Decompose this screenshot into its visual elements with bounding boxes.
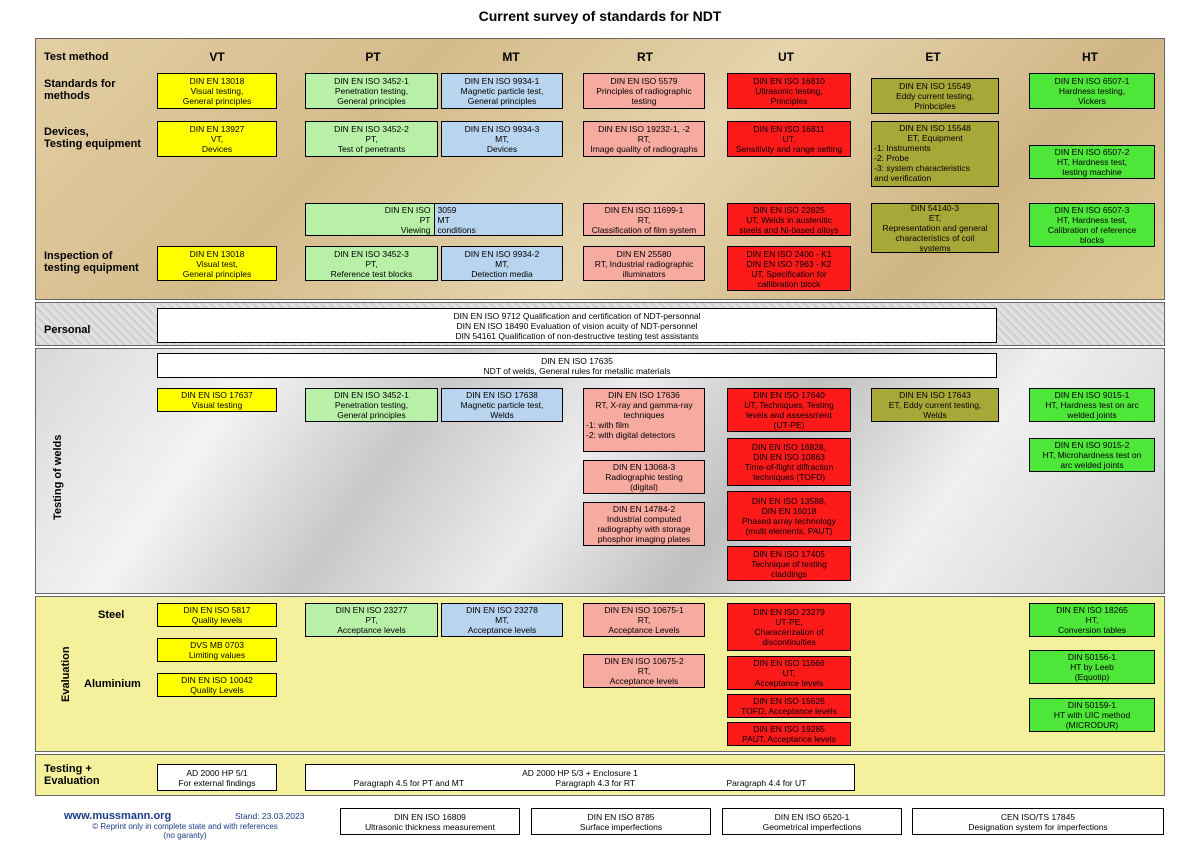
et-devices-list: -1: Instruments -2: Probe -3: system cha…: [874, 143, 970, 183]
box-welds-vt: DIN EN ISO 17637 Visual testing: [157, 388, 277, 412]
row-standards: Standards for methods: [44, 78, 116, 102]
box-footer-16809: DIN EN ISO 16809 Ultrasonic thickness me…: [340, 808, 520, 835]
footer-stand: Stand: 23.03.2023: [235, 811, 305, 821]
box-rt-standards: DIN EN ISO 5579 Principles of radiograph…: [583, 73, 705, 109]
box-ht-standards: DIN EN ISO 6507-1 Hardness testing, Vick…: [1029, 73, 1155, 109]
box-mt-devices: DIN EN ISO 9934-3 MT, Devices: [441, 121, 563, 157]
box-ut-inspection: DIN EN ISO 2400 - K1 DIN EN ISO 7963 - K…: [727, 246, 851, 291]
box-eval-ut-pe: DIN EN ISO 23279 UT-PE, Characerization …: [727, 603, 851, 651]
et-devices-head: DIN EN ISO 15548 ET, Equipment: [899, 123, 971, 143]
row-personal: Personal: [44, 324, 91, 336]
box-ht-calibration: DIN EN ISO 6507-3 HT, Hardness test, Cal…: [1029, 203, 1155, 247]
box-footer-17845: CEN ISO/TS 17845 Designation system for …: [912, 808, 1164, 835]
box-footer-6520: DIN EN ISO 6520-1 Geometrical imperfecti…: [722, 808, 902, 835]
header-rt: RT: [637, 50, 653, 64]
box-welds-pt: DIN EN ISO 3452-1 Penetration testing, G…: [305, 388, 438, 422]
header-vt: VT: [209, 50, 225, 64]
ptmt-viewing-right: 3059 MT conditions: [434, 204, 562, 235]
te-paragraph-rt: Paragraph 4.3 for RT: [555, 777, 636, 788]
box-welds-mt: DIN EN ISO 17638 Magnetic particle test,…: [441, 388, 563, 422]
row-devices: Devices, Testing equipment: [44, 126, 141, 150]
te-hp53-title: AD 2000 HP 5/3 + Enclosure 1: [522, 767, 638, 778]
box-pt-devices: DIN EN ISO 3452-2 PT, Test of penetrants: [305, 121, 438, 157]
row-aluminium: Aluminium: [84, 678, 141, 690]
box-welds-general: DIN EN ISO 17635 NDT of welds, General r…: [157, 353, 997, 378]
box-eval-ut-tofd: DIN EN ISO 15626 TOFD, Acceptance levels: [727, 694, 851, 718]
box-vt-standards: DIN EN 13018 Visual testing, General pri…: [157, 73, 277, 109]
box-welds-rt-xray: DIN EN ISO 17636 RT, X-ray and gamma-ray…: [583, 388, 705, 452]
box-te-hp51: AD 2000 HP 5/1 For external findings: [157, 764, 277, 791]
box-welds-ht-hardness: DIN EN ISO 9015-1 HT, Hardness test on a…: [1029, 388, 1155, 422]
box-welds-ut-paut: DIN EN ISO 13588, DIN EN 16018 Phased ar…: [727, 491, 851, 541]
row-testing-evaluation: Testing + Evaluation: [44, 763, 100, 787]
box-welds-ut-claddings: DIN EN ISO 17405 Technique of testing cl…: [727, 546, 851, 581]
box-welds-rt-computed: DIN EN 14784-2 Industrial computed radio…: [583, 502, 705, 546]
box-personal: DIN EN ISO 9712 Qualification and certif…: [157, 308, 997, 343]
box-pt-standards: DIN EN ISO 3452-1 Penetration testing, G…: [305, 73, 438, 109]
box-ht-devices: DIN EN ISO 6507-2 HT, Hardness test, tes…: [1029, 145, 1155, 179]
box-eval-ut-acceptance: DIN EN ISO 11666 UT, Acceptance levels: [727, 656, 851, 690]
row-inspection: Inspection of testing equipment: [44, 250, 139, 274]
box-et-coil: DIN 54140-3 ET, Representation and gener…: [871, 203, 999, 253]
box-rt-devices: DIN EN ISO 19232-1, -2 RT, Image quality…: [583, 121, 705, 157]
box-rt-film: DIN EN ISO 11699-1 RT, Classification of…: [583, 203, 705, 236]
box-eval-mt: DIN EN ISO 23278 MT, Acceptance levels: [441, 603, 563, 637]
header-pt: PT: [365, 50, 381, 64]
box-welds-ht-microhardness: DIN EN ISO 9015-2 HT, Microhardness test…: [1029, 438, 1155, 472]
box-welds-rt-digital: DIN EN 13068-3 Radiographic testing (dig…: [583, 460, 705, 494]
box-eval-pt: DIN EN ISO 23277 PT, Acceptance levels: [305, 603, 438, 637]
box-eval-vt-quality: DIN EN ISO 5817 Quality levels: [157, 603, 277, 627]
box-ut-standards: DIN EN ISO 16810 Ultrasonic testing, Pri…: [727, 73, 851, 109]
box-mt-standards: DIN EN ISO 9934-1 Magnetic particle test…: [441, 73, 563, 109]
box-eval-vt-limiting: DVS MB 0703 Limiting values: [157, 638, 277, 662]
te-paragraph-ut: Paragraph 4.4 for UT: [726, 777, 807, 788]
box-rt-inspection: DIN EN 25580 RT, Industrial radiographic…: [583, 246, 705, 281]
box-ut-devices: DIN EN ISO 16811 UT, Sensitivity and ran…: [727, 121, 851, 157]
box-te-hp53: AD 2000 HP 5/3 + Enclosure 1 Paragraph 4…: [305, 764, 855, 791]
box-eval-ht-leeb: DIN 50156-1 HT by Leeb (Equotip): [1029, 650, 1155, 684]
welds-rt-xray-head: DIN EN ISO 17636 RT, X-ray and gamma-ray…: [595, 390, 693, 420]
box-et-devices: DIN EN ISO 15548 ET, Equipment -1: Instr…: [871, 121, 999, 187]
box-eval-ht-uic: DIN 50159-1 HT with UIC method (MICRODUR…: [1029, 698, 1155, 732]
te-hp53-paragraphs: Paragraph 4.5 for PT and MT Paragraph 4.…: [308, 778, 852, 788]
box-ptmt-viewing: DIN EN ISO PT Viewing 3059 MT conditions: [305, 203, 563, 236]
box-welds-ut-techniques: DIN EN ISO 17640 UT, Techniques, Testing…: [727, 388, 851, 432]
box-eval-ut-paut: DIN EN ISO 19285 PAUT, Acceptance levels: [727, 722, 851, 746]
box-eval-ht-conversion: DIN EN ISO 18265 HT, Conversion tables: [1029, 603, 1155, 637]
welds-rt-xray-list: -1: with film -2: with digital detectors: [586, 420, 676, 440]
footer-website[interactable]: www.mussmann.org: [64, 810, 172, 822]
te-paragraph-pt-mt: Paragraph 4.5 for PT and MT: [353, 777, 465, 788]
footer-reprint-note: © Reprint only in complete state and wit…: [92, 822, 278, 840]
box-vt-inspection: DIN EN 13018 Visual test, General princi…: [157, 246, 277, 281]
box-welds-et: DIN EN ISO 17643 ET, Eddy current testin…: [871, 388, 999, 422]
box-vt-devices: DIN EN 13927 VT, Devices: [157, 121, 277, 157]
box-eval-rt-1: DIN EN ISO 10675-1 RT, Acceptance Levels: [583, 603, 705, 637]
box-et-standards: DIN EN ISO 15549 Eddy current testing, P…: [871, 78, 999, 114]
box-pt-inspection: DIN EN ISO 3452-3 PT, Reference test blo…: [305, 246, 438, 281]
box-eval-rt-2: DIN EN ISO 10675-2 RT, Acceptance levels: [583, 654, 705, 688]
row-testing-of-welds: Testing of welds: [52, 434, 64, 520]
row-evaluation: Evaluation: [60, 646, 72, 702]
box-ut-austenitic: DIN EN ISO 22825 UT, Welds in austenitic…: [727, 203, 851, 236]
header-et: ET: [925, 50, 941, 64]
header-ut: UT: [778, 50, 794, 64]
header-test-method: Test method: [44, 51, 109, 63]
header-ht: HT: [1082, 50, 1098, 64]
box-footer-8785: DIN EN ISO 8785 Surface imperfections: [531, 808, 711, 835]
header-mt: MT: [502, 50, 520, 64]
box-welds-ut-tofd: DIN EN ISO 16828, DIN EN ISO 10863 Time-…: [727, 438, 851, 486]
box-eval-vt-aluminium: DIN EN ISO 10042 Quality Levels: [157, 673, 277, 697]
page-title: Current survey of standards for NDT: [478, 8, 722, 24]
row-steel: Steel: [98, 609, 125, 621]
box-mt-inspection: DIN EN ISO 9934-2 MT, Detection media: [441, 246, 563, 281]
ptmt-viewing-left: DIN EN ISO PT Viewing: [306, 204, 435, 235]
